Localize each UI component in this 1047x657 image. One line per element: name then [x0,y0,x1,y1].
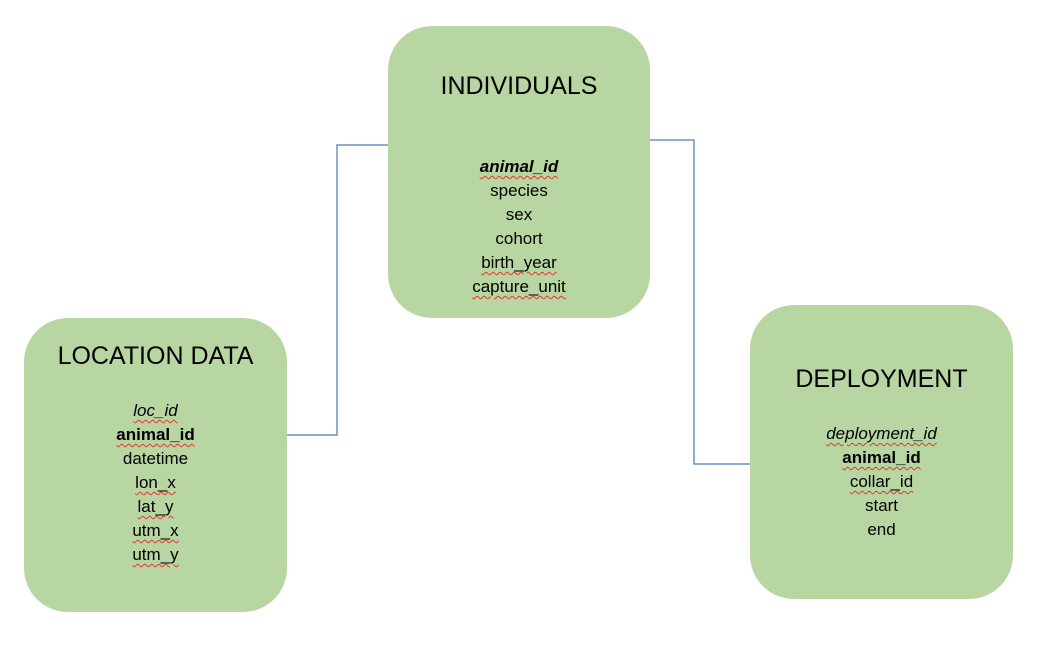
field-end[interactable]: end [867,520,896,539]
field-capture-unit[interactable]: capture_unit [472,277,566,296]
field-birth-year[interactable]: birth_year [481,253,557,272]
field-animal-id[interactable]: animal_id [116,425,195,444]
field-list-deployment: deployment_id animal_id collar_id start … [750,422,1013,542]
field-deployment-id[interactable]: deployment_id [826,424,937,443]
field-loc-id[interactable]: loc_id [133,401,178,420]
entity-title-individuals: INDIVIDUALS [440,72,598,100]
field-cohort[interactable]: cohort [495,229,543,248]
field-list-location-data: loc_id animal_id datetime lon_x lat_y ut… [24,399,287,567]
field-animal-id[interactable]: animal_id [479,157,559,176]
entity-title-deployment: DEPLOYMENT [795,365,968,393]
field-species[interactable]: species [490,181,548,200]
entity-individuals[interactable]: INDIVIDUALS animal_id species sex cohort… [388,26,650,318]
field-collar-id[interactable]: collar_id [849,472,914,491]
field-start[interactable]: start [864,496,899,515]
field-utm-x[interactable]: utm_x [132,521,179,540]
field-lon-x[interactable]: lon_x [135,473,176,492]
field-list-individuals: animal_id species sex cohort birth_year … [388,155,650,299]
field-utm-y[interactable]: utm_y [132,545,179,564]
field-lat-y[interactable]: lat_y [137,497,174,516]
field-datetime[interactable]: datetime [122,449,189,468]
field-sex[interactable]: sex [505,205,533,224]
entity-location-data[interactable]: LOCATION DATA loc_id animal_id datetime … [24,318,287,612]
entity-title-location-data: LOCATION DATA [57,342,254,370]
entity-deployment[interactable]: DEPLOYMENT deployment_id animal_id colla… [750,305,1013,599]
field-animal-id[interactable]: animal_id [842,448,921,467]
